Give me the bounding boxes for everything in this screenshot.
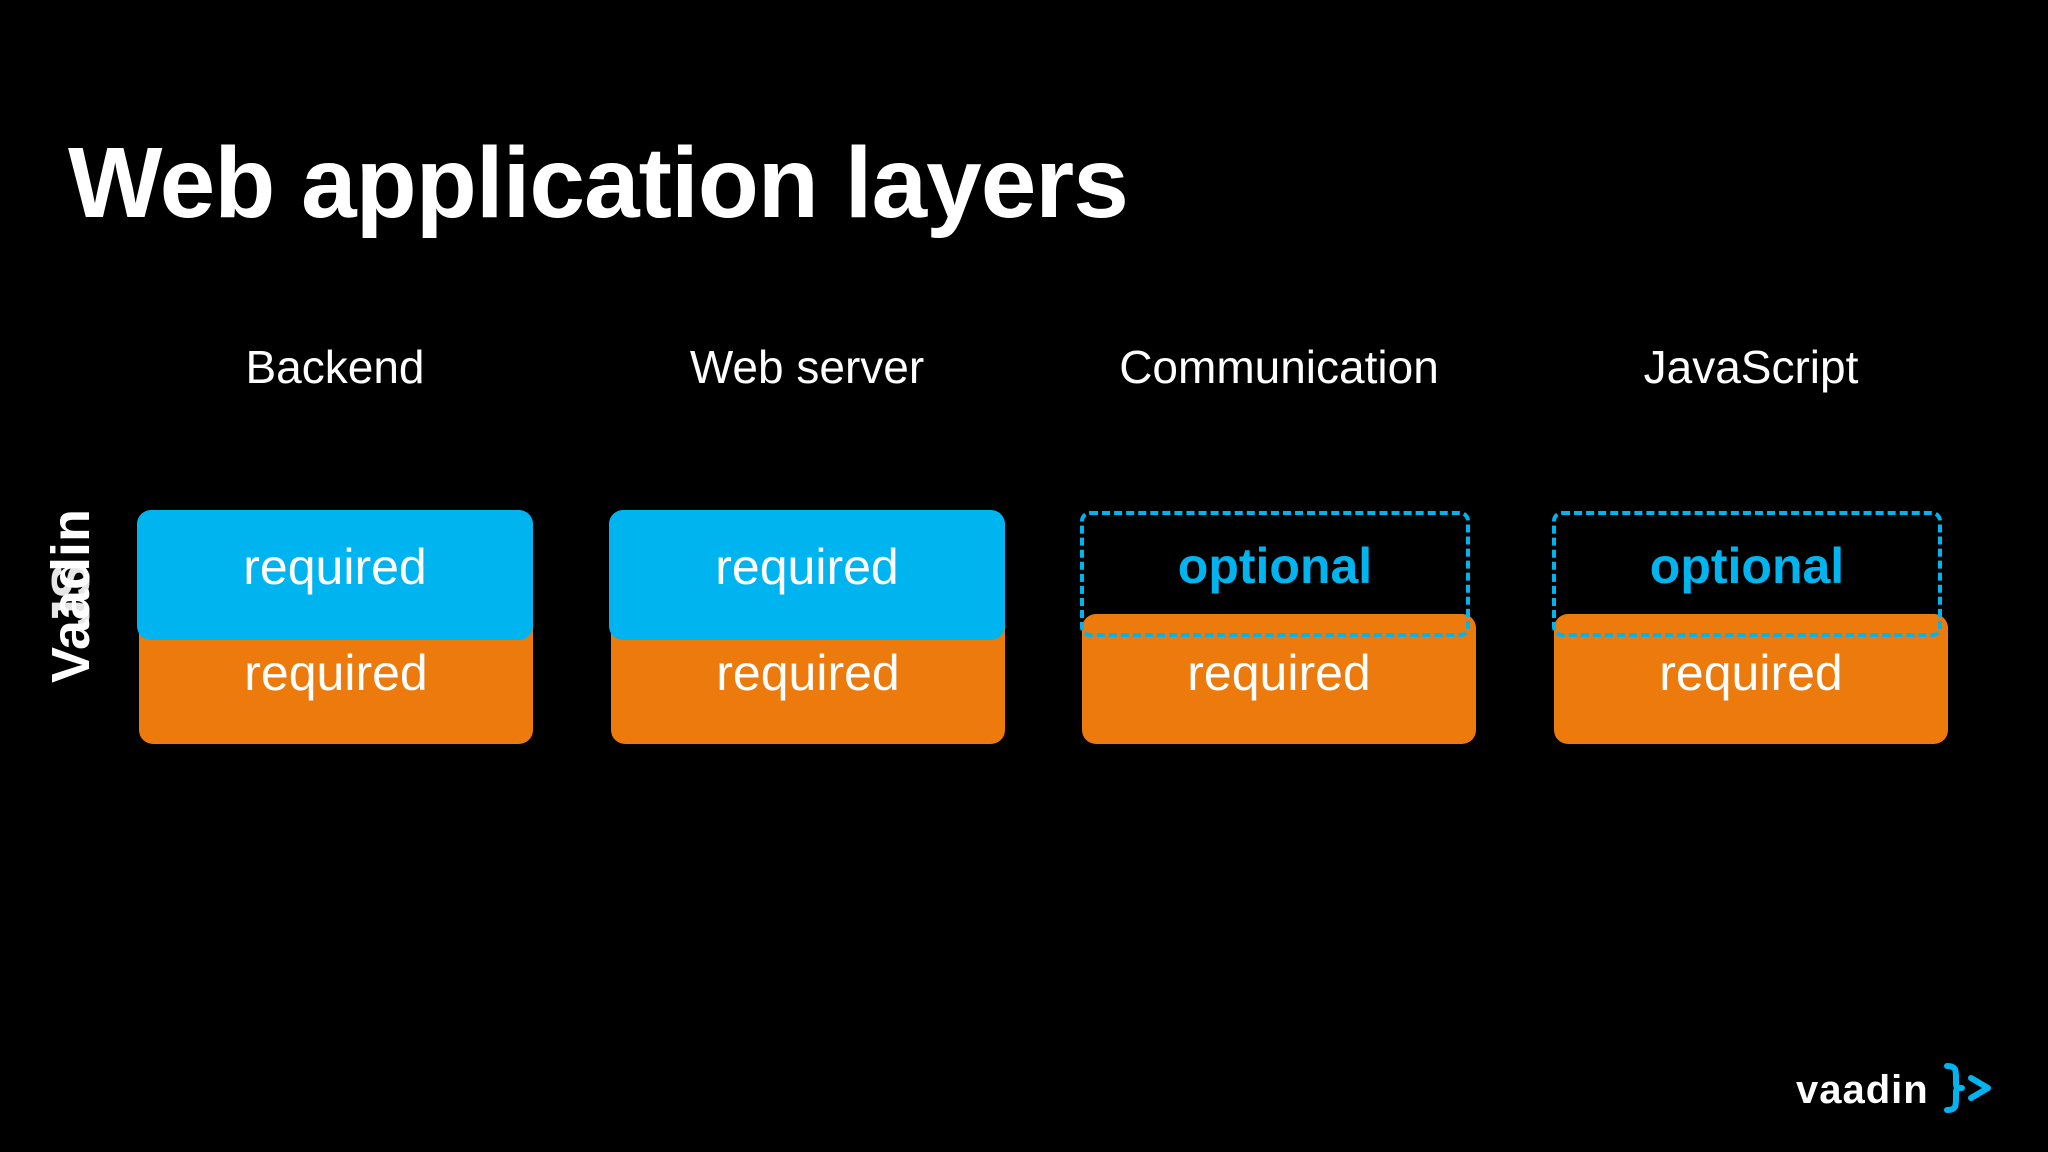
vaadin-logo: vaadin — [1796, 1062, 1995, 1122]
js-layer-label-communication: required — [1187, 645, 1371, 701]
vaadin-layer-label-backend: required — [243, 539, 427, 595]
vaadin-layer-box-backend: required — [137, 510, 533, 640]
vaadin-layer-dashed-box-javascript: optional — [1552, 511, 1942, 637]
column-header-javascript: JavaScript — [1643, 341, 1859, 393]
vaadin-layer-label-communication: optional — [1177, 538, 1373, 594]
column-header-web-server: Web server — [689, 341, 925, 393]
vaadin-layer-dashed-box-communication: optional — [1080, 511, 1470, 637]
js-layer-label-web-server: required — [716, 645, 900, 701]
vaadin-layer-box-web-server: required — [609, 510, 1005, 640]
slide-title: Web application layers — [68, 127, 1129, 239]
vaadin-logo-text: vaadin — [1796, 1068, 1929, 1112]
js-layer-label-javascript: required — [1659, 645, 1843, 701]
vaadin-layer-label-web-server: required — [715, 539, 899, 595]
side-row-label: Vaadin JS — [36, 484, 106, 708]
vaadin-layer-label-javascript: optional — [1649, 538, 1845, 594]
vaadin-brackets-icon — [1939, 1062, 1995, 1119]
js-layer-label-backend: required — [244, 645, 428, 701]
column-header-communication: Communication — [1119, 341, 1439, 393]
side-label-js: JS — [41, 562, 101, 630]
column-header-backend: Backend — [245, 341, 425, 393]
